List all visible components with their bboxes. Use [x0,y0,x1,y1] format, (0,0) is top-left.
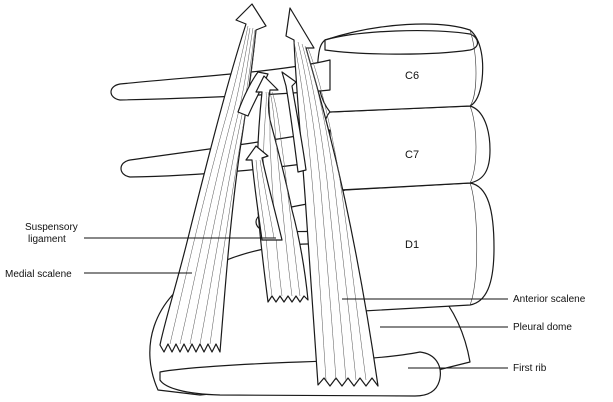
vertebra-label-d1: D1 [405,239,419,251]
vertebra-c7 [321,105,491,191]
label-pleural-dome: Pleural dome [513,322,572,333]
label-medial-scalene: Medial scalene [5,269,72,280]
vertebra-label-c6: C6 [405,70,419,82]
vertebra-label-c7: C7 [405,149,419,161]
anterior-scalene-slip [281,71,307,173]
label-anterior-scalene: Anterior scalene [513,294,586,305]
label-first-rib: First rib [513,363,547,374]
suspensory-ligament [255,75,309,303]
scalene-minimus [245,145,283,241]
label-suspensory-line2: ligament [28,234,66,245]
label-suspensory-line1: Suspensory [25,222,78,233]
medial-scalene-muscle [159,3,267,353]
anterior-scalene-muscle [285,7,379,387]
vertebra-c6 [316,23,484,113]
